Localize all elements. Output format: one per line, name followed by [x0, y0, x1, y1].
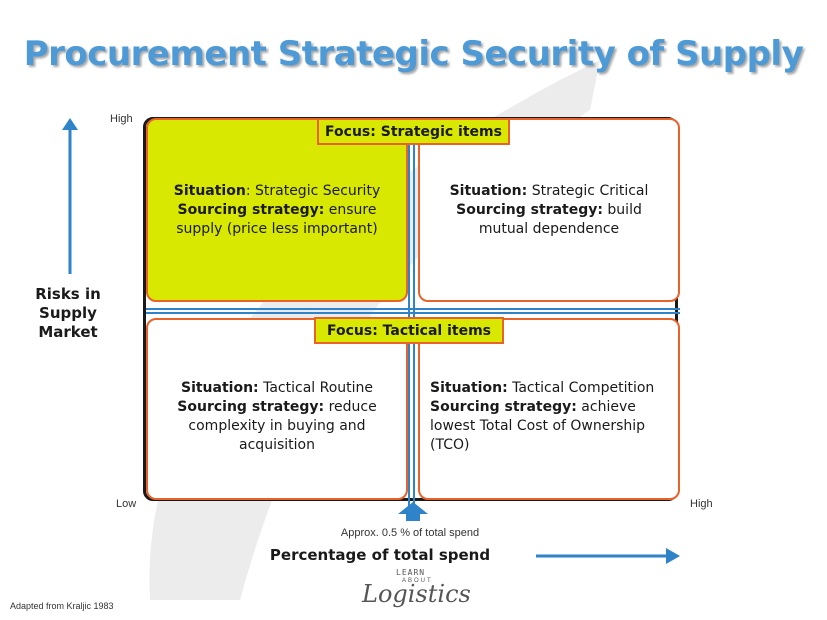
- y-axis-arrow: [62, 118, 78, 274]
- threshold-arrow: [398, 502, 428, 521]
- focus-strategic-label: Focus: Strategic items: [317, 118, 510, 145]
- vertical-divider: [408, 120, 410, 512]
- x-axis-high-label: High: [690, 498, 713, 510]
- page-title: Procurement Strategic Security of Supply: [23, 34, 804, 74]
- situation-value: Tactical Competition: [507, 380, 655, 396]
- y-axis-low-label: Low: [116, 498, 137, 510]
- logo-top-text: LEARN: [396, 568, 426, 577]
- threshold-note: Approx. 0.5 % of total spend: [340, 527, 480, 539]
- focus-tactical-label: Focus: Tactical items: [314, 317, 504, 344]
- strategy-value: build mutual dependence: [478, 201, 642, 237]
- strategy-value: achieve lowest Total Cost of Ownership (…: [430, 399, 646, 453]
- horizontal-divider: [146, 308, 680, 310]
- source-credit: Adapted from Kraljic 1983: [10, 601, 114, 611]
- situation-label: Situation:: [180, 380, 259, 396]
- situation-value: Strategic Critical: [527, 182, 649, 199]
- quadrant-tactical-competition: Situation: Tactical Competition Sourcing…: [418, 318, 680, 500]
- logo-middle-text: ABOUT: [402, 578, 433, 584]
- vertical-divider: [413, 120, 415, 512]
- quadrant-strategic-critical: Situation: Strategic Critical Sourcing s…: [418, 118, 680, 302]
- strategy-value: ensure supply (price less important): [176, 201, 378, 237]
- y-axis-label-line1: Risks in: [35, 285, 101, 303]
- logo-word: Logistics: [362, 580, 471, 608]
- quadrant-text: Situation: Tactical Routine Sourcing str…: [158, 379, 396, 455]
- quadrant-tactical-routine: Situation: Tactical Routine Sourcing str…: [146, 318, 408, 500]
- quadrant-strategic-security: Situation: Strategic Security Sourcing s…: [146, 118, 408, 302]
- x-axis-label: Percentage of total spend: [269, 546, 491, 564]
- horizontal-divider: [146, 312, 680, 314]
- situation-label: Situation:: [430, 380, 508, 396]
- x-axis-arrow: [536, 548, 680, 564]
- situation-label: Situation: [173, 182, 246, 199]
- strategy-label: Sourcing strategy:: [177, 201, 325, 218]
- strategy-value: reduce complexity in buying and acquisit…: [188, 399, 377, 453]
- learn-about-logistics-logo: LEARN ABOUT Logistics: [362, 568, 472, 612]
- strategy-label: Sourcing strategy:: [430, 399, 577, 415]
- situation-label: Situation:: [449, 182, 528, 199]
- strategy-label: Sourcing strategy:: [456, 201, 603, 218]
- quadrant-text: Situation: Tactical Competition Sourcing…: [430, 379, 668, 455]
- quadrant-text: Situation: Strategic Critical Sourcing s…: [430, 182, 668, 239]
- situation-value: : Strategic Security: [245, 182, 381, 199]
- y-axis-label-line2: Supply Market: [38, 304, 98, 341]
- situation-value: Tactical Routine: [258, 380, 374, 396]
- quadrant-text: Situation: Strategic Security Sourcing s…: [158, 182, 396, 239]
- strategy-label: Sourcing strategy:: [177, 399, 325, 415]
- y-axis-label: Risks in Supply Market: [8, 285, 128, 342]
- y-axis-high-label: High: [110, 113, 133, 125]
